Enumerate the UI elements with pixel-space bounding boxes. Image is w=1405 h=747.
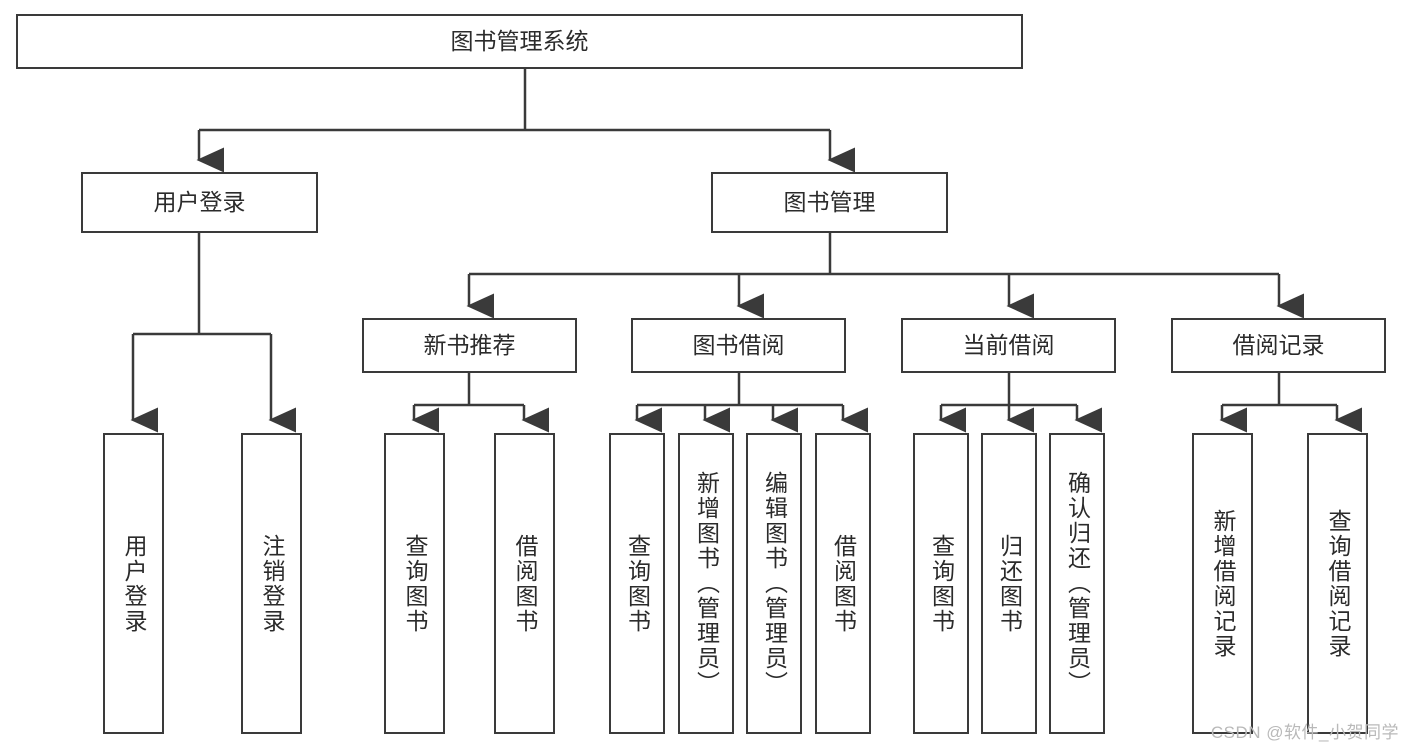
watermark-text: CSDN @软件_小贺同学 [1210, 723, 1399, 742]
node-label: 确认归还（管理员） [1064, 471, 1091, 696]
node-label: 图书借阅 [692, 331, 785, 358]
node-book-management[interactable]: 图书管理 [711, 172, 948, 233]
node-user-login[interactable]: 用户登录 [81, 172, 318, 233]
node-label: 查询图书 [624, 533, 651, 634]
node-borrow-record[interactable]: 借阅记录 [1171, 318, 1386, 373]
node-label: 查询借阅记录 [1325, 508, 1351, 659]
leaf-return-book[interactable]: 归还图书 [981, 433, 1037, 734]
leaf-add-borrow-record[interactable]: 新增借阅记录 [1192, 433, 1253, 734]
node-label: 当前借阅 [962, 331, 1055, 358]
node-label: 图书管理系统 [450, 27, 589, 54]
node-label: 编辑图书（管理员） [761, 471, 788, 696]
node-label: 新增借阅记录 [1210, 508, 1236, 659]
node-label: 用户登录 [153, 188, 246, 215]
node-book-borrow[interactable]: 图书借阅 [631, 318, 846, 373]
leaf-query-book-recommend[interactable]: 查询图书 [384, 433, 445, 734]
node-label: 图书管理 [783, 188, 876, 215]
leaf-query-book-borrow[interactable]: 查询图书 [609, 433, 665, 734]
node-label: 用户登录 [121, 533, 147, 634]
leaf-add-book-admin[interactable]: 新增图书（管理员） [678, 433, 734, 734]
leaf-borrow-book-recommend[interactable]: 借阅图书 [494, 433, 555, 734]
leaf-query-borrow-record[interactable]: 查询借阅记录 [1307, 433, 1368, 734]
node-current-borrow[interactable]: 当前借阅 [901, 318, 1116, 373]
leaf-borrow-book[interactable]: 借阅图书 [815, 433, 871, 734]
leaf-query-book-current[interactable]: 查询图书 [913, 433, 969, 734]
leaf-logout[interactable]: 注销登录 [241, 433, 302, 734]
node-new-book-recommend[interactable]: 新书推荐 [362, 318, 577, 373]
node-label: 查询图书 [402, 533, 428, 634]
node-label: 新增图书（管理员） [693, 471, 720, 696]
node-label: 借阅记录 [1232, 331, 1325, 358]
node-label: 查询图书 [928, 533, 955, 634]
node-label: 新书推荐 [423, 331, 516, 358]
node-root-book-management-system[interactable]: 图书管理系统 [16, 14, 1023, 69]
node-label: 借阅图书 [512, 533, 538, 634]
node-label: 借阅图书 [830, 533, 857, 634]
node-label: 归还图书 [996, 533, 1023, 634]
leaf-edit-book-admin[interactable]: 编辑图书（管理员） [746, 433, 802, 734]
leaf-confirm-return-admin[interactable]: 确认归还（管理员） [1049, 433, 1105, 734]
leaf-user-login[interactable]: 用户登录 [103, 433, 164, 734]
node-label: 注销登录 [259, 533, 285, 634]
